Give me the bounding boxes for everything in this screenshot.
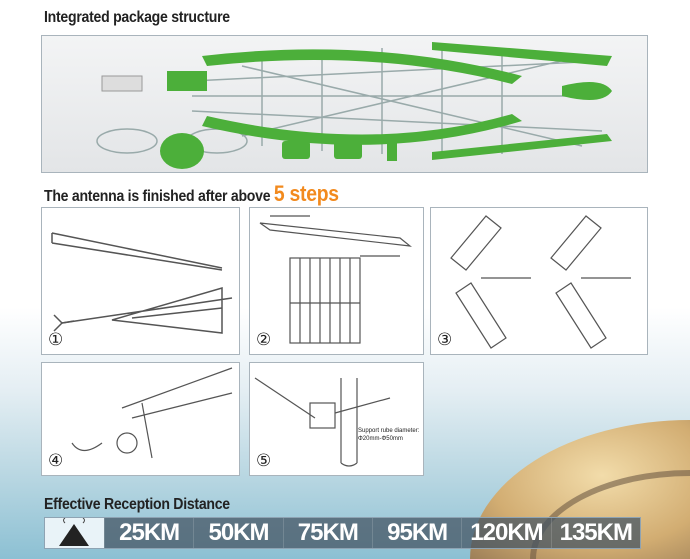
- step-4-panel: ④: [41, 362, 240, 476]
- package-title: Integrated package structure: [44, 9, 230, 26]
- step-2-panel: ②: [249, 207, 424, 355]
- note-line-1: Support rube diameter:: [358, 428, 420, 434]
- steps-title: The antenna is finished after above 5 st…: [44, 181, 339, 207]
- distance-135km: 135KM: [550, 518, 640, 548]
- distance-bar: 25KM 50KM 75KM 95KM 120KM 135KM: [44, 517, 641, 549]
- distance-120km: 120KM: [461, 518, 550, 548]
- step-5-drawing: [254, 377, 391, 467]
- note-line-2: Φ20mm-Φ50mm: [358, 436, 403, 442]
- distance-50km: 50KM: [193, 518, 282, 548]
- step-number: ②: [256, 330, 272, 349]
- step-1-drawing: [51, 232, 233, 334]
- distance-95km: 95KM: [371, 518, 461, 548]
- antenna-parts-drawing: [96, 42, 612, 169]
- step-number: ①: [48, 330, 64, 349]
- step-number: ③: [437, 330, 453, 349]
- distance-25km: 25KM: [104, 518, 193, 548]
- steps-highlight: 5 steps: [273, 181, 339, 206]
- support-tube-note: Support rube diameter: Φ20mm-Φ50mm: [358, 427, 422, 443]
- steps-title-text: The antenna is finished after above: [44, 188, 271, 205]
- step-4-drawing: [71, 367, 233, 459]
- package-illustration: [41, 35, 648, 173]
- signal-tower-icon: [45, 518, 104, 548]
- step-2-drawing: [259, 215, 413, 344]
- step-number: ④: [48, 451, 64, 470]
- step-3-drawing: [450, 215, 631, 349]
- step-1-panel: ①: [41, 207, 240, 355]
- step-3-panel: ③: [430, 207, 648, 355]
- step-number: ⑤: [256, 451, 272, 470]
- distance-75km: 75KM: [282, 518, 372, 548]
- step-5-panel: Support rube diameter: Φ20mm-Φ50mm ⑤: [249, 362, 424, 476]
- distance-title: Effective Reception Distance: [44, 496, 230, 513]
